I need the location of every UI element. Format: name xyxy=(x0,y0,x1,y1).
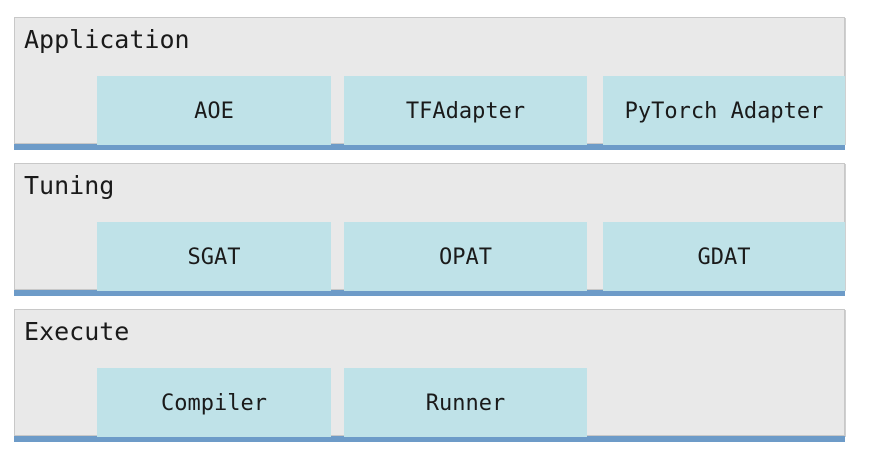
module-tfadapter-label: TFAdapter xyxy=(405,98,526,124)
layer-application: Application AOE TFAdapter PyTorch Adapte… xyxy=(14,17,845,145)
module-gdat: GDAT xyxy=(603,222,845,291)
module-runner: Runner xyxy=(344,368,587,437)
layer-execute: Execute Compiler Runner xyxy=(14,309,845,437)
module-opat: OPAT xyxy=(344,222,587,291)
module-pytorch-adapter: PyTorch Adapter xyxy=(603,76,845,145)
module-sgat: SGAT xyxy=(97,222,331,291)
module-aoe-label: AOE xyxy=(194,98,234,124)
module-compiler-label: Compiler xyxy=(161,390,267,416)
module-compiler: Compiler xyxy=(97,368,331,437)
module-runner-label: Runner xyxy=(425,390,506,416)
layer-application-modules: AOE TFAdapter PyTorch Adapter xyxy=(15,18,845,145)
module-tfadapter: TFAdapter xyxy=(344,76,587,145)
module-opat-label: OPAT xyxy=(439,244,492,270)
layer-application-title: Application xyxy=(24,25,190,54)
module-pytorch-adapter-label: PyTorch Adapter xyxy=(624,98,824,124)
module-aoe: AOE xyxy=(97,76,331,145)
layer-tuning-title: Tuning xyxy=(24,171,115,200)
layer-execute-modules: Compiler Runner xyxy=(15,310,844,437)
layer-tuning: Tuning SGAT OPAT GDAT xyxy=(14,163,845,291)
layer-tuning-modules: SGAT OPAT GDAT xyxy=(15,164,845,291)
module-gdat-label: GDAT xyxy=(697,244,751,270)
layer-execute-title: Execute xyxy=(24,317,130,346)
module-sgat-label: SGAT xyxy=(187,244,241,270)
